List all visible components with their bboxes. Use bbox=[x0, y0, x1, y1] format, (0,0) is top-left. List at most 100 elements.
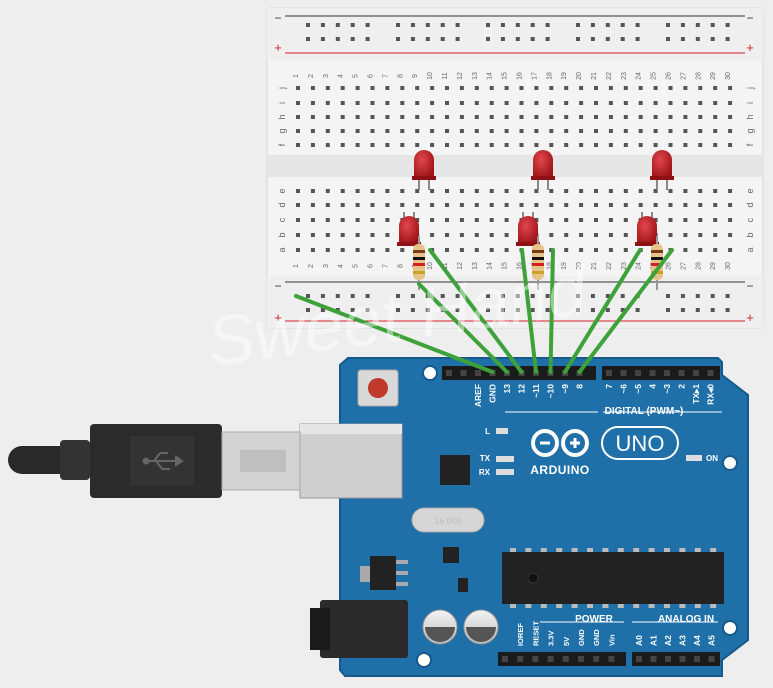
header-pin[interactable] bbox=[693, 370, 699, 376]
wire-pin10[interactable] bbox=[548, 248, 555, 374]
hole bbox=[370, 101, 375, 105]
rail-hole bbox=[680, 294, 685, 298]
hole bbox=[564, 189, 569, 193]
header-pin[interactable] bbox=[707, 370, 714, 376]
header-pin[interactable] bbox=[475, 370, 481, 376]
rail-hole bbox=[486, 294, 490, 298]
header-pin[interactable] bbox=[620, 370, 627, 376]
hole bbox=[415, 203, 420, 207]
chip-pin bbox=[587, 548, 593, 552]
hole bbox=[713, 143, 718, 147]
chip-pin bbox=[571, 604, 578, 608]
reset-button[interactable] bbox=[357, 369, 399, 407]
hole bbox=[370, 143, 375, 147]
rail-hole bbox=[500, 308, 505, 312]
rail-hole bbox=[530, 37, 535, 41]
hole bbox=[340, 129, 345, 133]
chip-pin bbox=[540, 604, 547, 608]
hole bbox=[683, 233, 688, 237]
led-3[interactable] bbox=[635, 212, 659, 246]
hole bbox=[594, 129, 598, 133]
rail-hole bbox=[425, 308, 430, 312]
resistor-1[interactable] bbox=[413, 236, 425, 290]
wire-8[interactable] bbox=[577, 248, 674, 374]
hole bbox=[608, 143, 613, 147]
rail-hole bbox=[320, 294, 325, 298]
column-number-bottom: 27 bbox=[680, 262, 687, 270]
hole bbox=[445, 115, 449, 119]
hole bbox=[668, 189, 673, 193]
led-2[interactable] bbox=[516, 212, 540, 246]
header-pin[interactable] bbox=[593, 656, 600, 662]
hole bbox=[698, 203, 703, 207]
hole bbox=[683, 248, 688, 252]
hole bbox=[713, 86, 718, 90]
led-top-1[interactable] bbox=[412, 150, 436, 190]
led-top-3[interactable] bbox=[650, 150, 674, 190]
digital-pin-label: 4 bbox=[648, 384, 658, 389]
infinity-icon bbox=[531, 429, 589, 457]
atmega-pins bbox=[510, 548, 717, 608]
header-pin[interactable] bbox=[502, 656, 508, 662]
column-number-top: 28 bbox=[695, 72, 702, 80]
header-pin[interactable] bbox=[517, 656, 524, 662]
header-pin[interactable] bbox=[460, 370, 467, 376]
row-letter: g bbox=[745, 128, 755, 133]
header-pin[interactable] bbox=[650, 656, 657, 662]
header-pin[interactable] bbox=[665, 656, 671, 662]
chip-pin bbox=[602, 604, 609, 608]
header-pin[interactable] bbox=[664, 370, 670, 376]
column-number-bottom: 26 bbox=[666, 262, 673, 270]
column-number-bottom: 22 bbox=[606, 262, 613, 270]
rail-hole bbox=[455, 308, 460, 312]
rail-hole bbox=[545, 308, 550, 312]
wire-12[interactable] bbox=[428, 248, 524, 374]
rail-plus-bottom-right: + bbox=[746, 310, 754, 325]
led-top-2[interactable] bbox=[531, 150, 555, 190]
wire-GND[interactable] bbox=[294, 294, 495, 374]
wire-13[interactable] bbox=[417, 282, 509, 374]
hole bbox=[325, 189, 330, 193]
header-pin[interactable] bbox=[562, 656, 569, 662]
hole bbox=[698, 189, 703, 193]
resistor-2[interactable] bbox=[532, 236, 544, 290]
hole bbox=[385, 248, 390, 252]
column-number-top: 24 bbox=[636, 72, 643, 80]
header-pin[interactable] bbox=[606, 370, 612, 376]
hole bbox=[579, 115, 584, 119]
hole bbox=[549, 101, 554, 105]
row-letter: d bbox=[277, 202, 287, 207]
header-pin[interactable] bbox=[446, 370, 452, 376]
hole bbox=[430, 129, 435, 133]
hole bbox=[713, 233, 718, 237]
header-pin[interactable] bbox=[694, 656, 700, 662]
wire-pin11[interactable] bbox=[520, 248, 538, 374]
header-pin[interactable] bbox=[649, 370, 656, 376]
hole bbox=[296, 115, 300, 119]
header-pin[interactable] bbox=[635, 370, 641, 376]
hole bbox=[623, 86, 628, 90]
hole bbox=[534, 101, 539, 105]
hole bbox=[728, 129, 733, 133]
header-pin[interactable] bbox=[678, 370, 685, 376]
header-pin[interactable] bbox=[578, 656, 584, 662]
wire-pin9[interactable] bbox=[563, 248, 642, 374]
rail-hole bbox=[500, 37, 505, 41]
hole bbox=[489, 101, 494, 105]
rail-hole bbox=[725, 308, 730, 312]
column-number-bottom: 15 bbox=[502, 262, 509, 270]
column-number-top: 8 bbox=[397, 74, 404, 78]
header-pin[interactable] bbox=[636, 656, 642, 662]
header-pin[interactable] bbox=[547, 656, 554, 662]
hole bbox=[415, 129, 420, 133]
header-pin[interactable] bbox=[532, 656, 539, 662]
led-1[interactable] bbox=[397, 212, 421, 246]
header-pin[interactable] bbox=[608, 656, 615, 662]
hole bbox=[370, 203, 375, 207]
hole bbox=[713, 101, 718, 105]
header-pin[interactable] bbox=[708, 656, 715, 662]
rail-hole bbox=[620, 23, 625, 27]
hole bbox=[459, 129, 464, 133]
header-pin[interactable] bbox=[679, 656, 686, 662]
